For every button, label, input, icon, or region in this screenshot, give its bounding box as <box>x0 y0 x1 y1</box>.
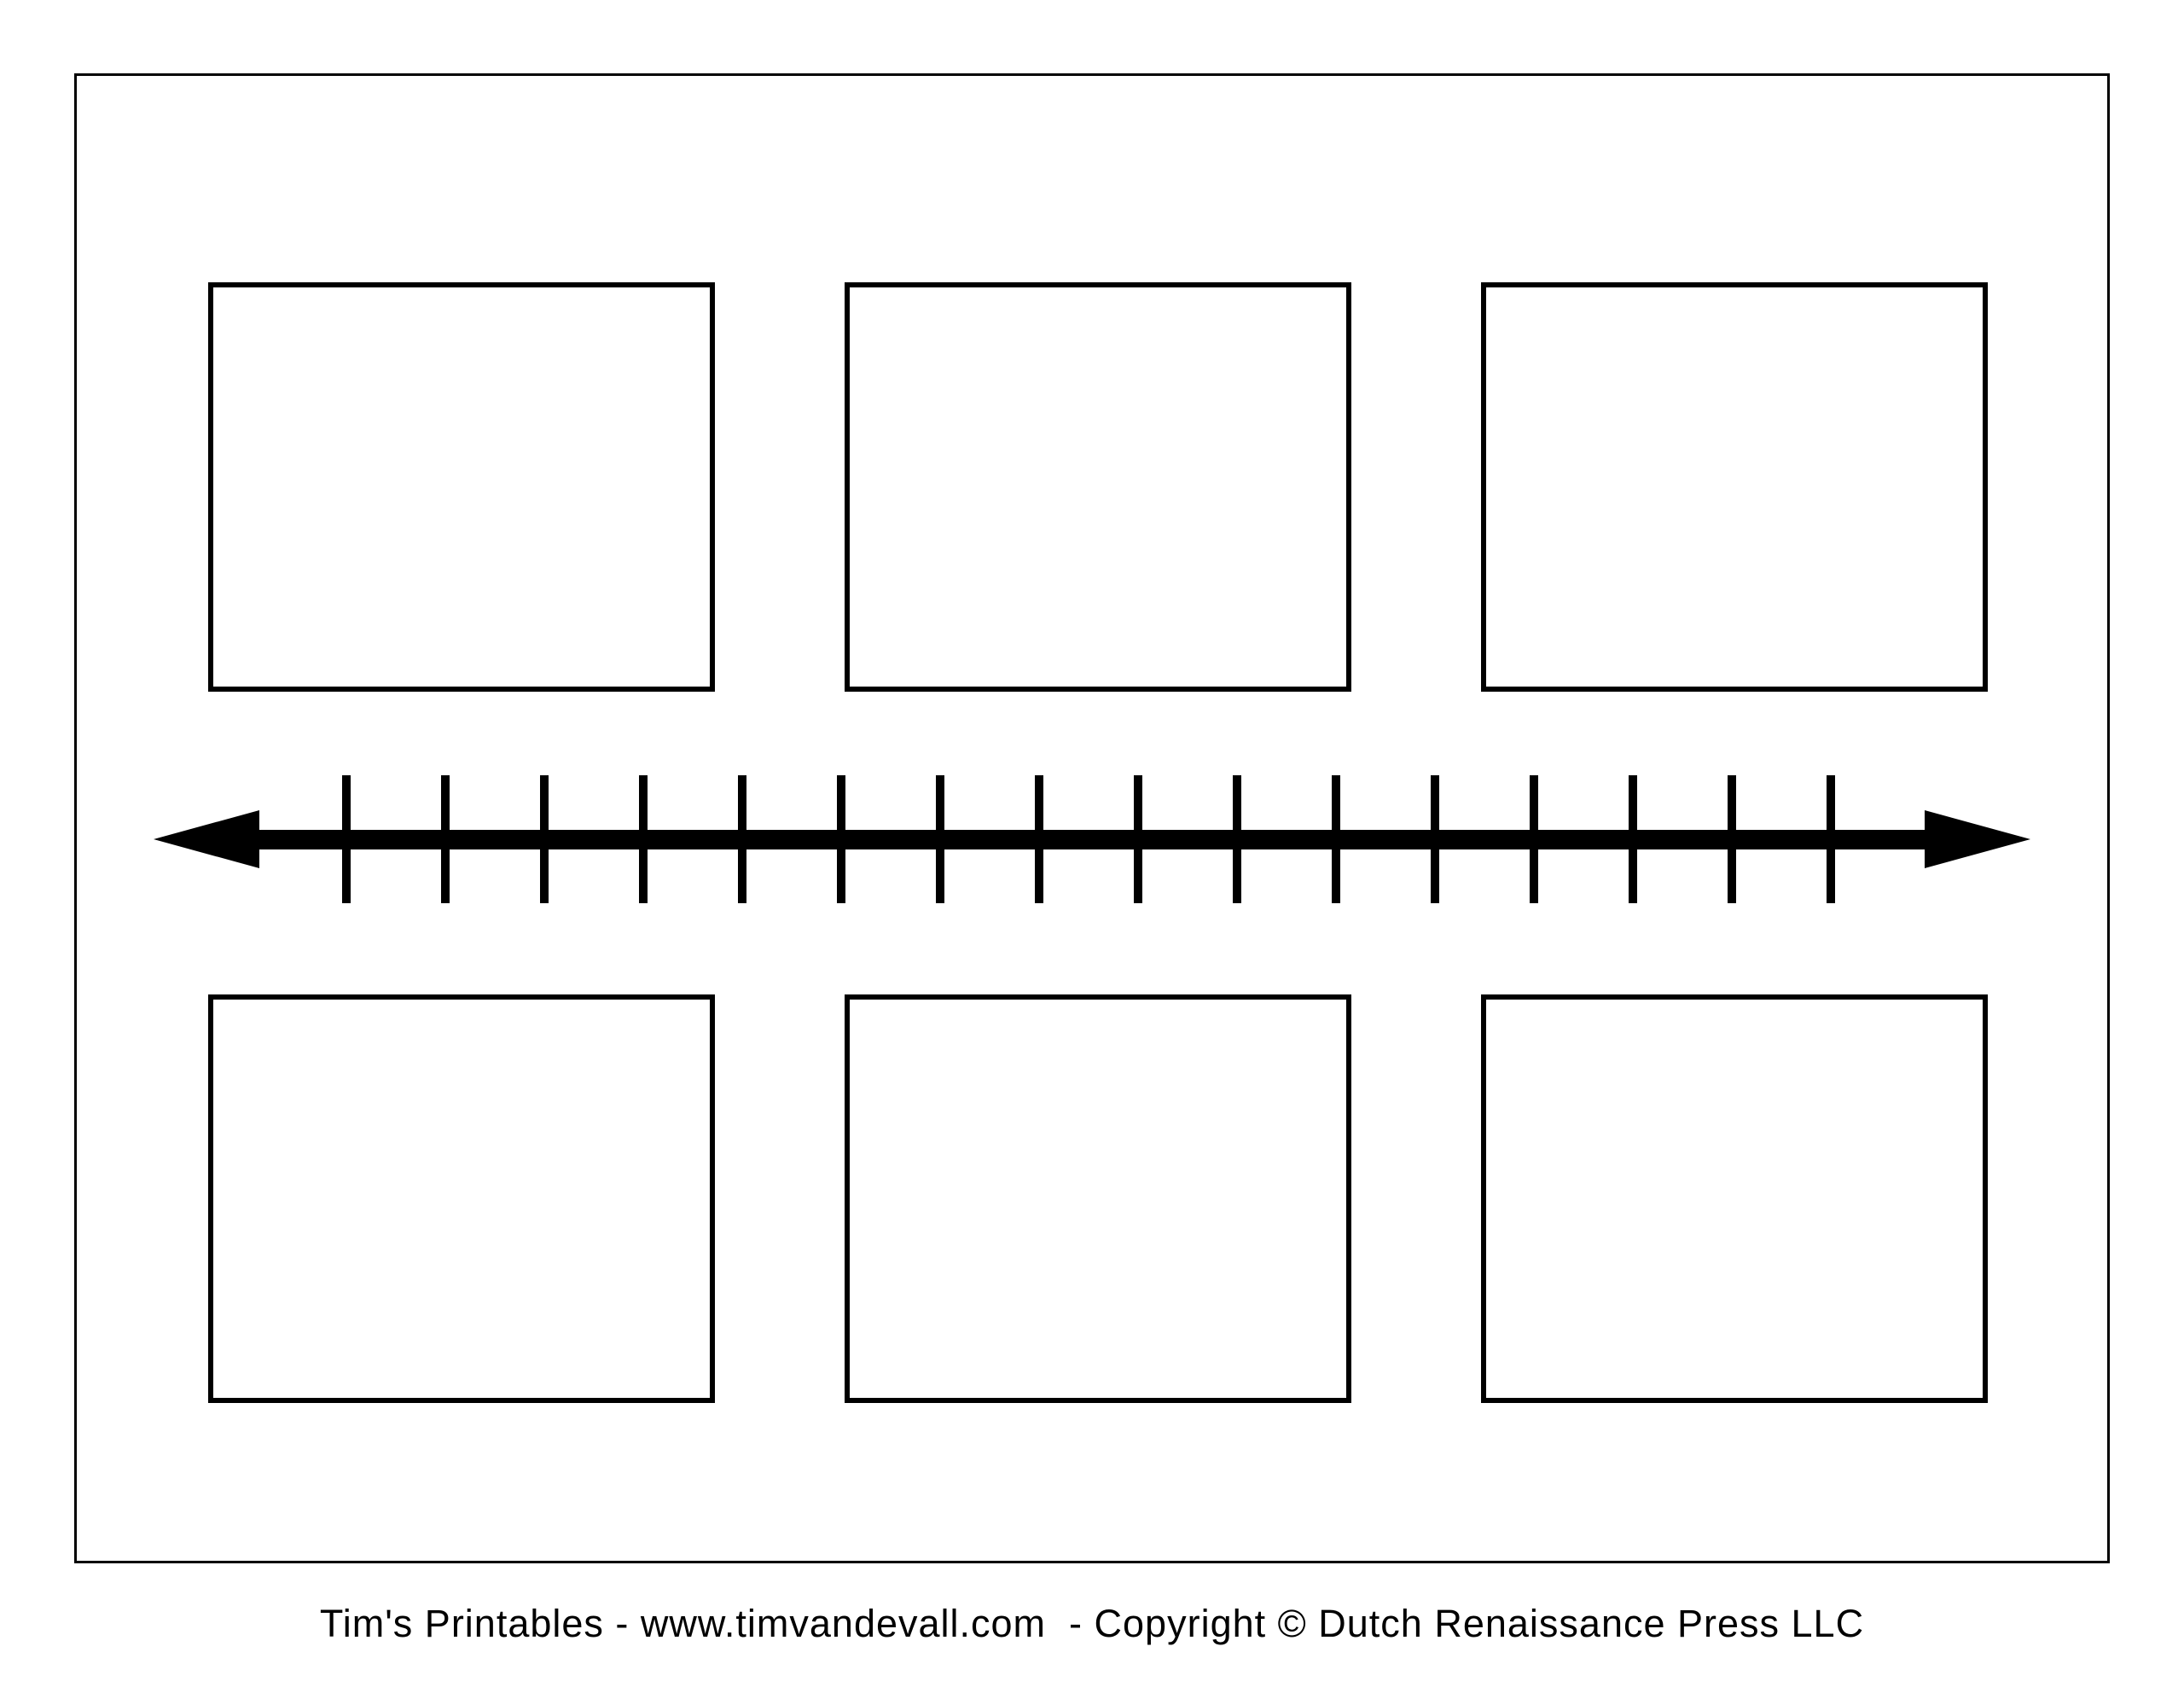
event-box-bottom-1 <box>208 994 715 1403</box>
footer-credit: Tim's Printables - www.timvandevall.com … <box>319 1602 1865 1645</box>
event-box-top-3 <box>1481 282 1988 692</box>
event-box-top-1 <box>208 282 715 692</box>
event-box-bottom-3 <box>1481 994 1988 1403</box>
event-box-top-2 <box>845 282 1351 692</box>
event-box-bottom-2 <box>845 994 1351 1403</box>
